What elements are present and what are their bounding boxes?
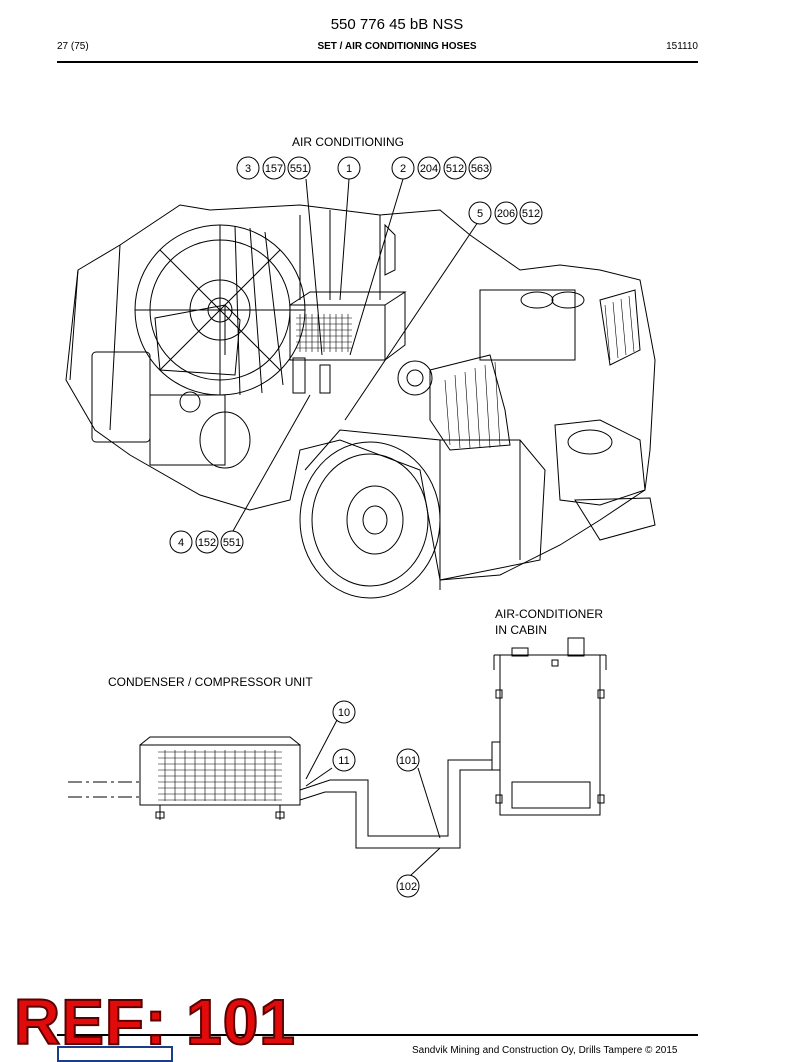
callout-5-text: 5 — [477, 208, 483, 220]
callout-512-b[interactable] — [519, 201, 543, 225]
condenser-unit-label: CONDENSER / COMPRESSOR UNIT — [108, 675, 313, 689]
callout-102[interactable] — [396, 874, 420, 898]
callout-3[interactable] — [236, 156, 260, 180]
condenser-unit-drawing — [68, 736, 301, 820]
footer-rule — [57, 1034, 698, 1036]
callout-512[interactable] — [443, 156, 467, 180]
callout-5[interactable] — [468, 201, 492, 225]
callout-206-text: 206 — [497, 208, 515, 220]
callout-group-3: 3 157 551 — [236, 156, 311, 180]
callout-group-101: 101 — [396, 748, 420, 772]
callout-1[interactable] — [337, 156, 361, 180]
callout-551-b-text: 551 — [223, 537, 241, 549]
callout-102-text: 102 — [399, 881, 417, 893]
callout-3-text: 3 — [245, 163, 251, 175]
refrigerant-hoses — [299, 719, 492, 877]
callout-551[interactable] — [287, 156, 311, 180]
callout-512-b-text: 512 — [522, 208, 540, 220]
callout-206[interactable] — [494, 201, 518, 225]
header-rule — [57, 61, 698, 63]
reference-stamp: REF: 101 — [13, 985, 296, 1059]
callout-2[interactable] — [391, 156, 415, 180]
callout-group-5: 5 206 512 — [468, 201, 543, 225]
callout-1-text: 1 — [346, 163, 352, 175]
cabin-unit-label-line2: IN CABIN — [495, 623, 548, 637]
callout-563-text: 563 — [471, 163, 489, 175]
callout-11-text: 11 — [338, 755, 349, 767]
machine-illustration — [65, 178, 656, 599]
callout-157-text: 157 — [265, 163, 283, 175]
callout-group-102: 102 — [396, 874, 420, 898]
callout-152-text: 152 — [198, 537, 216, 549]
callout-group-4: 4 152 551 — [169, 530, 244, 554]
callout-group-11: 11 — [332, 748, 356, 772]
cabin-air-conditioner-drawing — [491, 637, 607, 816]
callout-157[interactable] — [262, 156, 286, 180]
callout-10-text: 10 — [338, 707, 350, 719]
callout-551-text: 551 — [290, 163, 308, 175]
callout-101[interactable] — [396, 748, 420, 772]
callout-101-text: 101 — [399, 755, 417, 767]
document-number: 550 776 45 bB NSS — [330, 16, 464, 33]
callout-4[interactable] — [169, 530, 193, 554]
section-title: SET / AIR CONDITIONING HOSES — [317, 41, 477, 52]
callout-152[interactable] — [195, 530, 219, 554]
callout-group-10: 10 — [332, 700, 356, 724]
callout-11[interactable] — [332, 748, 356, 772]
callout-512-text: 512 — [446, 163, 464, 175]
callout-group-2: 2 204 512 563 — [391, 156, 492, 180]
callout-204[interactable] — [417, 156, 441, 180]
callout-10[interactable] — [332, 700, 356, 724]
callout-2-text: 2 — [400, 163, 406, 175]
callout-4-text: 4 — [178, 537, 184, 549]
page-reference: 27 (75) — [57, 41, 89, 52]
footer-copyright: Sandvik Mining and Construction Oy, Dril… — [412, 1045, 678, 1056]
air-conditioning-label: AIR CONDITIONING — [292, 135, 405, 149]
callout-group-1: 1 — [337, 156, 361, 180]
date-code: 151110 — [666, 41, 698, 52]
callout-204-text: 204 — [420, 163, 438, 175]
callout-563[interactable] — [468, 156, 492, 180]
cabin-unit-label-line1: AIR-CONDITIONER — [495, 607, 603, 621]
callout-551-b[interactable] — [220, 530, 244, 554]
